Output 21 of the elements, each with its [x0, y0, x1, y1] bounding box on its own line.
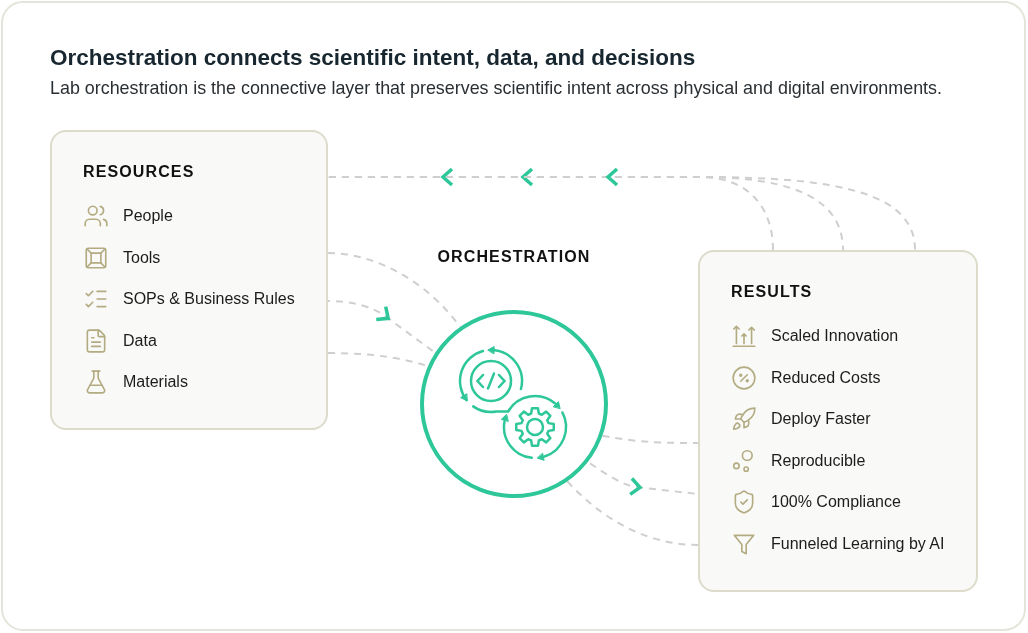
circle-heading: ORCHESTRATION: [437, 247, 591, 267]
list-item-text: Funneled Learning by AI: [771, 533, 945, 554]
list-item-text: Data: [123, 330, 157, 351]
dashed-line: [327, 252, 462, 329]
list-item-text: Tools: [123, 247, 161, 268]
list-item-text: 100% Compliance: [771, 492, 901, 513]
dashed-line: [601, 434, 699, 444]
list-item-text: People: [123, 206, 173, 226]
panel-heading: RESOURCES: [83, 162, 195, 182]
dashed-line: [566, 480, 699, 546]
list-item-text: Deploy Faster: [771, 409, 871, 430]
list-item-text: Reproducible: [771, 450, 866, 471]
list-item-text: Materials: [123, 372, 188, 393]
list-item-text: Reduced Costs: [771, 367, 881, 388]
list-panel: [698, 250, 978, 592]
list-item-text: SOPs & Business Rules: [123, 289, 295, 310]
list-item-text: Scaled Innovation: [771, 326, 899, 346]
list-panel: [50, 130, 328, 430]
panel-heading: RESULTS: [731, 282, 813, 302]
diagram-title: Orchestration connects scientific intent, data, and decisions: [50, 44, 696, 72]
diagram-subtitle: Lab orchestration is the connective layer that preserves scientific intent across physical and digital environments.: [50, 77, 942, 100]
